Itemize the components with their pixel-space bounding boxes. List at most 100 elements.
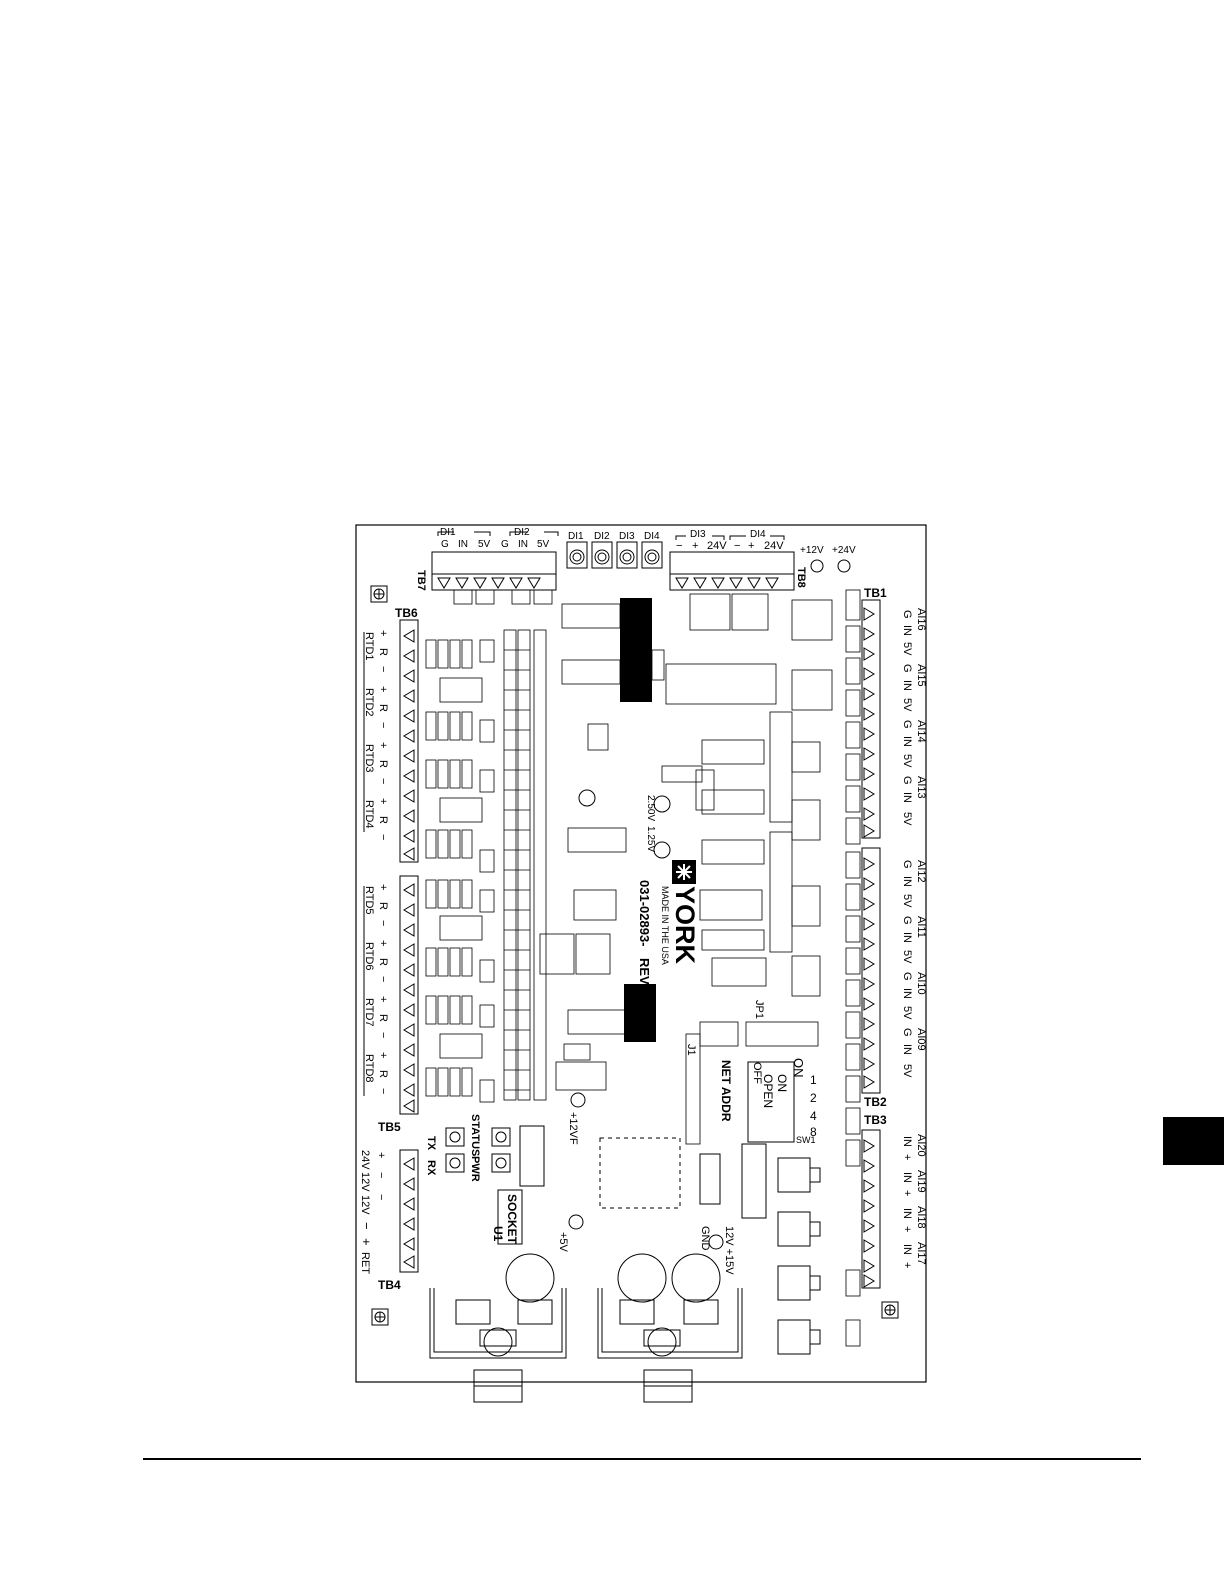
v12-15-label: 12V +15V bbox=[723, 1226, 735, 1275]
tb1-channel-ai15: AI15 bbox=[915, 664, 927, 687]
tb1-pin-in-4: IN bbox=[901, 792, 913, 803]
tb4-sign-1: + bbox=[375, 1152, 387, 1158]
tb3-channel-ai17: AI17 bbox=[915, 1242, 927, 1265]
terminal-block-tb6: TB6 RTD1 RTD2 RTD3 RTD4 + R − + R − + R … bbox=[363, 606, 419, 863]
tb5-pin-minus-2: − bbox=[377, 976, 389, 982]
tb2-channel-ai11: AI11 bbox=[915, 916, 927, 938]
tb2-channel-ai10: AI10 bbox=[915, 972, 927, 995]
ref-250v-label: 2.50V bbox=[645, 795, 656, 821]
tb6-pin-plus-2: + bbox=[377, 686, 389, 692]
led-label-di3: DI3 bbox=[619, 531, 635, 542]
tb8-label: TB8 bbox=[795, 567, 807, 588]
tb3-pin-plus-2: + bbox=[901, 1190, 913, 1196]
tb5-pin-r-2: R bbox=[377, 958, 389, 966]
tb4-pin-plus: + bbox=[359, 1238, 374, 1246]
tb6-pin-minus-2: − bbox=[377, 722, 389, 728]
tb6-channel-rtd1: RTD1 bbox=[363, 632, 375, 661]
tb1-pin-g-1: G bbox=[901, 610, 913, 619]
tb6-pin-plus-3: + bbox=[377, 742, 389, 748]
tb3-pin-plus-1: + bbox=[901, 1154, 913, 1160]
tb1-pin-g-4: G bbox=[901, 776, 913, 785]
tb7-pin-5: IN bbox=[518, 539, 528, 550]
tp-12v-label: +12V bbox=[800, 545, 824, 556]
black-pad-lower bbox=[624, 984, 656, 1042]
test-points-top: +12V +24V bbox=[800, 545, 856, 573]
ref-125v-label: 1.25V bbox=[645, 826, 656, 852]
york-logo: YORK MADE IN THE USA 031-02893- REV bbox=[637, 860, 700, 985]
tb5-pin-minus-1: − bbox=[377, 920, 389, 926]
plus12vf-label: +12VF bbox=[567, 1112, 579, 1145]
tx-label: TX bbox=[425, 1136, 437, 1151]
tb3-channel-ai19: AI19 bbox=[915, 1170, 927, 1193]
tb1-pin-in-1: IN bbox=[901, 625, 913, 636]
power-devices-right bbox=[699, 1143, 821, 1355]
tb1-pin-in-2: IN bbox=[901, 680, 913, 691]
status-led-cluster: STATUS PWR TX RX bbox=[425, 1114, 511, 1182]
revision-label: REV bbox=[637, 958, 652, 985]
terminal-block-tb5: RTD5 RTD6 RTD7 RTD8 + R − + R − + R − + … bbox=[363, 875, 419, 1134]
tb6-pin-plus-1: + bbox=[377, 630, 389, 636]
tb6-pin-minus-1: − bbox=[377, 666, 389, 672]
tb6-pin-r-1: R bbox=[377, 648, 389, 656]
tb5-pin-plus-4: + bbox=[377, 1052, 389, 1058]
tb6-channel-rtd3: RTD3 bbox=[363, 744, 375, 773]
tb1-pin-5v-2: 5V bbox=[901, 698, 913, 712]
central-ic-area bbox=[539, 593, 833, 1145]
footer-rule bbox=[143, 1458, 1141, 1460]
part-number: 031-02893- bbox=[637, 880, 652, 947]
tb3-pin-plus-3: + bbox=[901, 1226, 913, 1232]
switch-value-4: 4 bbox=[810, 1109, 817, 1123]
tb5-pin-minus-4: − bbox=[377, 1088, 389, 1094]
tb8-pin-4: − bbox=[734, 540, 740, 552]
tb2-pin-5v-2: 5V bbox=[901, 950, 913, 964]
tb4-sign-2: − bbox=[375, 1172, 387, 1178]
tb2-pin-in-3: IN bbox=[901, 988, 913, 999]
tb8-pin-5: + bbox=[748, 540, 754, 552]
tb6-pin-r-2: R bbox=[377, 704, 389, 712]
tb1-channel-ai14: AI14 bbox=[915, 720, 927, 743]
status-label: STATUS bbox=[469, 1114, 481, 1156]
tb6-pin-r-4: R bbox=[377, 816, 389, 824]
switch-value-8: 8 bbox=[810, 1125, 817, 1139]
tb4-pin-ret: RET bbox=[359, 1252, 371, 1274]
tb4-pin-12v-b: 12V bbox=[359, 1195, 371, 1215]
made-in-usa: MADE IN THE USA bbox=[660, 886, 670, 965]
tb5-pin-plus-3: + bbox=[377, 996, 389, 1002]
tb2-pin-g-4: G bbox=[901, 1028, 913, 1037]
tb6-channel-rtd4: RTD4 bbox=[363, 800, 375, 829]
tp-24v-label: +24V bbox=[832, 545, 856, 556]
tb2-pin-in-1: IN bbox=[901, 876, 913, 887]
board-outline bbox=[355, 524, 927, 1383]
tb5-channel-rtd5: RTD5 bbox=[363, 886, 375, 915]
tb8-pin-3: 24V bbox=[707, 540, 727, 552]
tb1-pin-in-3: IN bbox=[901, 736, 913, 747]
tb7-pin-6: 5V bbox=[537, 539, 550, 550]
tb7-pin-1: G bbox=[441, 539, 449, 550]
heatsink-regulators bbox=[429, 1288, 743, 1403]
switch-open-label: OPEN bbox=[761, 1074, 775, 1108]
terminal-block-tb7: DI1 DI2 G IN 5V G IN 5V TB7 bbox=[415, 527, 559, 591]
led-label-di4: DI4 bbox=[644, 531, 660, 542]
tb1-pin-5v-3: 5V bbox=[901, 754, 913, 768]
tb5-pin-minus-3: − bbox=[377, 1032, 389, 1038]
tb2-channel-ai12: AI12 bbox=[915, 860, 927, 883]
tb8-group-di4: DI4 bbox=[750, 529, 766, 540]
tb3-channel-ai20: AI20 bbox=[915, 1134, 927, 1157]
page-edge-tab bbox=[1163, 1117, 1224, 1165]
tb4-pin-12v-a: 12V bbox=[359, 1172, 371, 1192]
socket-u1: SOCKET U1 bbox=[491, 1125, 545, 1245]
tb6-pin-minus-3: − bbox=[377, 778, 389, 784]
switch-name: SW1 bbox=[796, 1135, 816, 1145]
net-addr-label: NET ADDR bbox=[719, 1060, 733, 1122]
power-test-points: +12VF +5V GND 12V +15V bbox=[557, 1092, 735, 1275]
tb2-pin-5v-3: 5V bbox=[901, 1006, 913, 1020]
tb1-channel-ai13: AI13 bbox=[915, 776, 927, 799]
tb8-pin-2: + bbox=[692, 540, 698, 552]
tb2-pin-g-1: G bbox=[901, 860, 913, 869]
terminal-block-tb3: TB3 IN + IN + IN + IN + AI20 AI19 AI18 A… bbox=[861, 1113, 927, 1289]
brand-name: YORK bbox=[670, 886, 700, 965]
tb4-label: TB4 bbox=[378, 1278, 401, 1292]
tb1-channel-ai16: AI16 bbox=[915, 608, 927, 631]
tb3-channel-ai18: AI18 bbox=[915, 1206, 927, 1229]
tb3-pin-in-4: IN bbox=[901, 1244, 913, 1255]
